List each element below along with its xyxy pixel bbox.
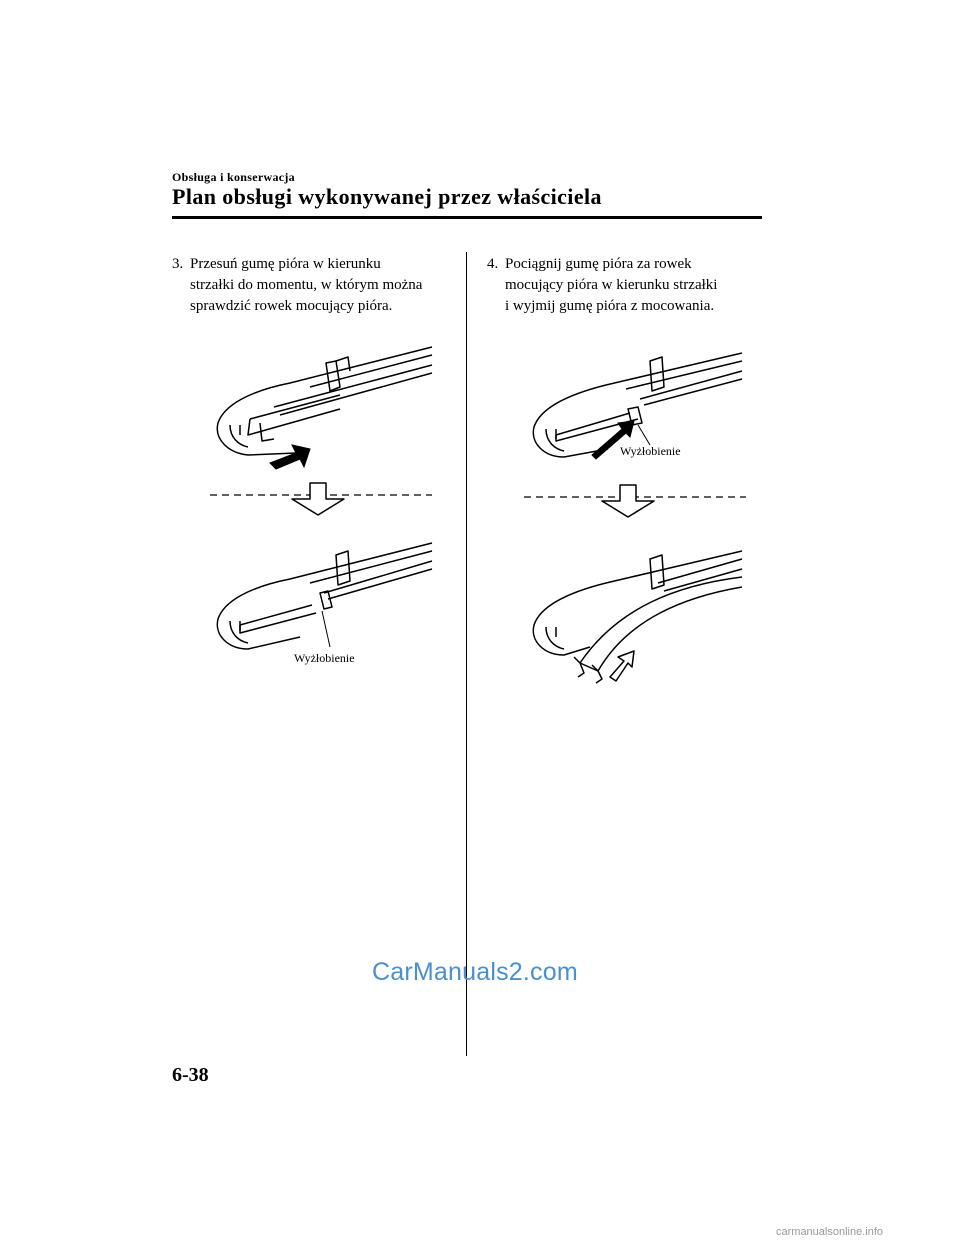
- step-text-line: strzałki do momentu, w którym można: [190, 277, 423, 293]
- step-4: 4. Pociągnij gumę pióra za rowek mocując…: [487, 254, 717, 317]
- groove-callout-label: Wyżłobienie: [294, 651, 355, 665]
- wiper-blade-bottom: [532, 550, 743, 684]
- step-number: 3.: [172, 256, 184, 272]
- step-text-line: Pociągnij gumę pióra za rowek: [505, 256, 692, 272]
- step-3-illustration: Wyżłobienie: [210, 346, 433, 665]
- wiper-blade-top: [216, 346, 433, 456]
- groove-leader-line: [321, 610, 331, 648]
- wiper-blade-top: [532, 352, 743, 458]
- wiper-blade-bottom: [216, 542, 433, 650]
- section-label: Obsługa i konserwacja: [172, 170, 295, 184]
- page-title: Plan obsługi wykonywanej przez właścicie…: [172, 184, 602, 209]
- groove-callout-label: Wyżłobienie: [620, 444, 681, 458]
- column-divider: [466, 252, 467, 1056]
- pull-arrow-icon: [609, 650, 635, 682]
- push-arrow-icon: [269, 444, 311, 470]
- step-number: 4.: [487, 256, 499, 272]
- title-rule: [172, 216, 762, 219]
- page-number: 6-38: [172, 1064, 209, 1086]
- step-text-line: mocujący pióra w kierunku strzałki: [505, 277, 718, 293]
- pull-arrow-icon: [591, 420, 635, 460]
- footer-watermark: carmanualsonline.info: [776, 1226, 884, 1238]
- down-arrow-icon: [291, 482, 345, 516]
- groove-leader-line: [637, 424, 651, 446]
- watermark: CarManuals2.com: [372, 958, 578, 986]
- step-4-illustration: Wyżłobienie: [524, 352, 746, 684]
- step-text-line: Przesuń gumę pióra w kierunku: [190, 256, 381, 272]
- down-arrow-icon: [601, 484, 655, 518]
- step-text-line: sprawdzić rowek mocujący pióra.: [190, 298, 393, 314]
- step-text-line: i wyjmij gumę pióra z mocowania.: [505, 298, 715, 314]
- step-3: 3. Przesuń gumę pióra w kierunku strzałk…: [172, 254, 422, 317]
